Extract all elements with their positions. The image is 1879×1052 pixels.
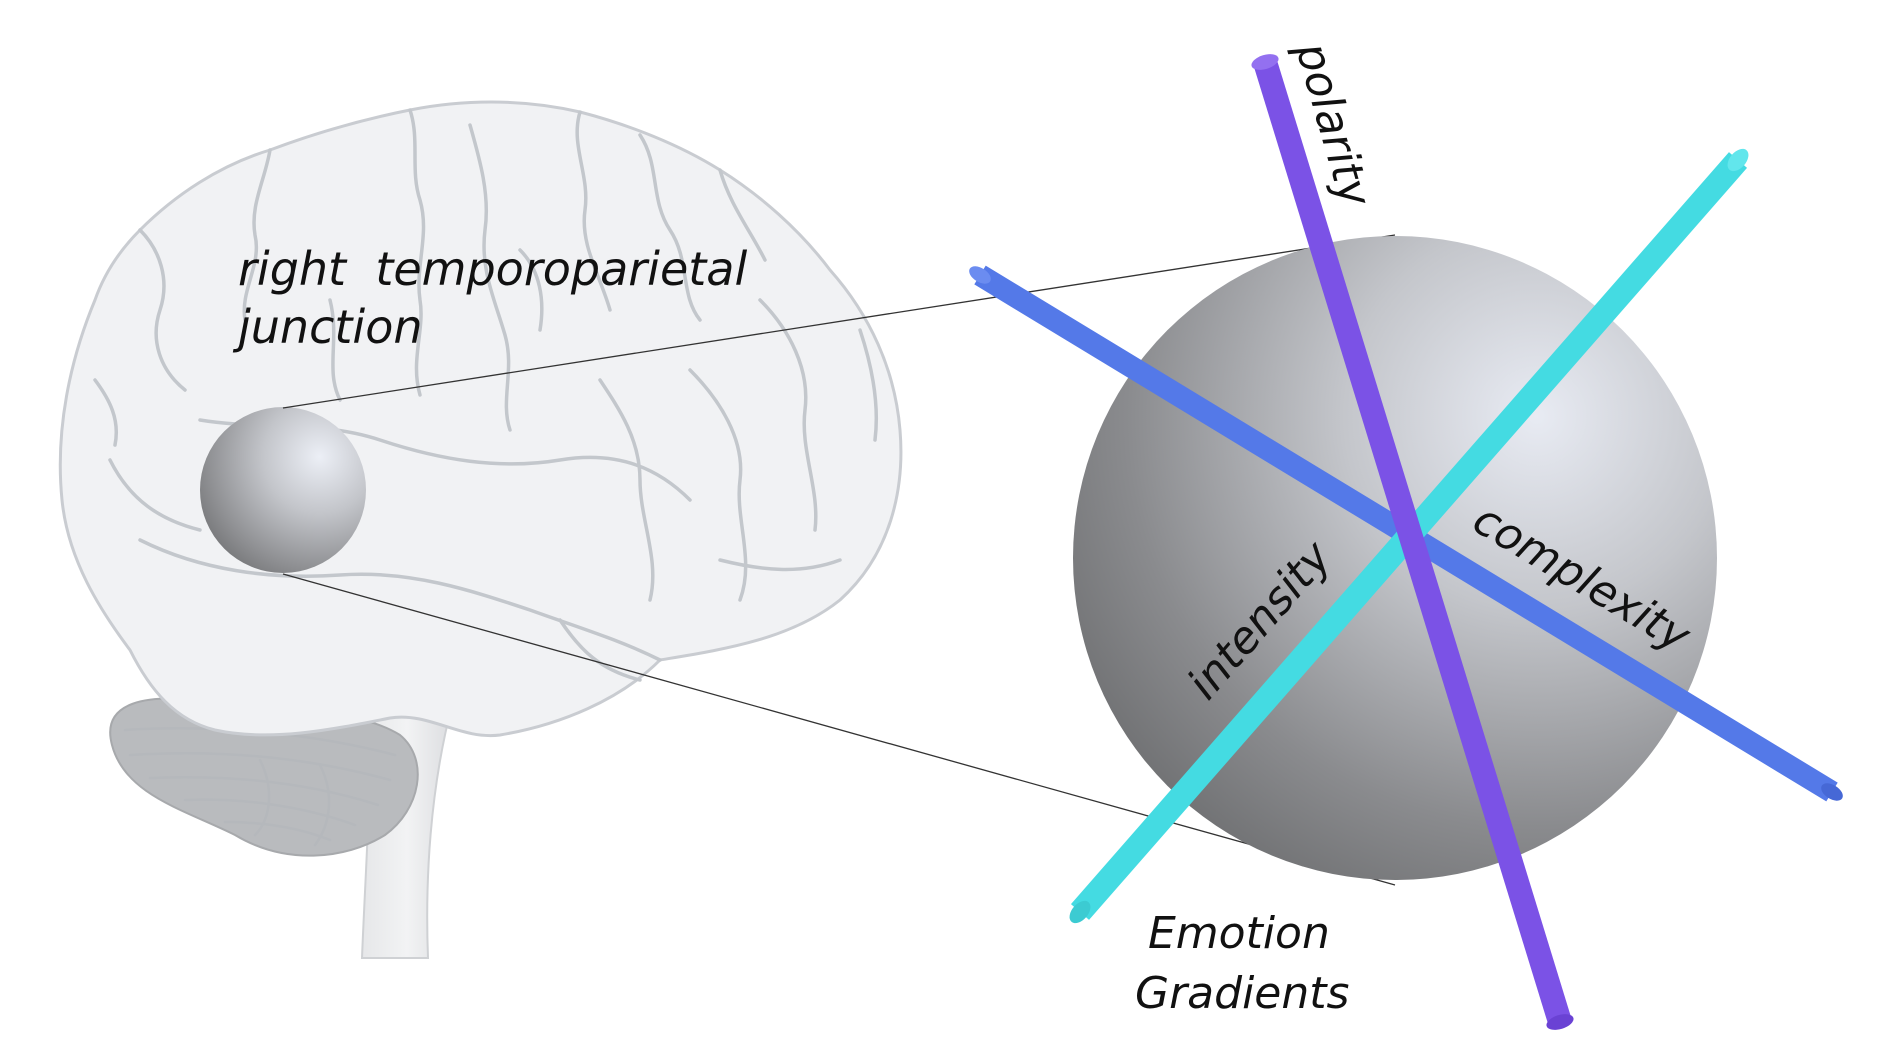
region-label-line2: junction — [232, 300, 423, 354]
brain-illustration — [58, 100, 903, 959]
cerebrum — [58, 100, 903, 738]
connector-line-bottom — [282, 573, 1396, 886]
region-label: right temporoparietal junction — [232, 242, 747, 354]
tpj-region-sphere — [200, 407, 366, 573]
caption: Emotion Gradients — [1135, 908, 1349, 1019]
caption-line1: Emotion — [1148, 908, 1330, 959]
caption-line2: Gradients — [1135, 968, 1349, 1019]
region-label-line1: right temporoparietal — [238, 242, 747, 296]
axis-polarity-rod — [1251, 54, 1574, 1030]
connector-line-top — [282, 234, 1396, 409]
